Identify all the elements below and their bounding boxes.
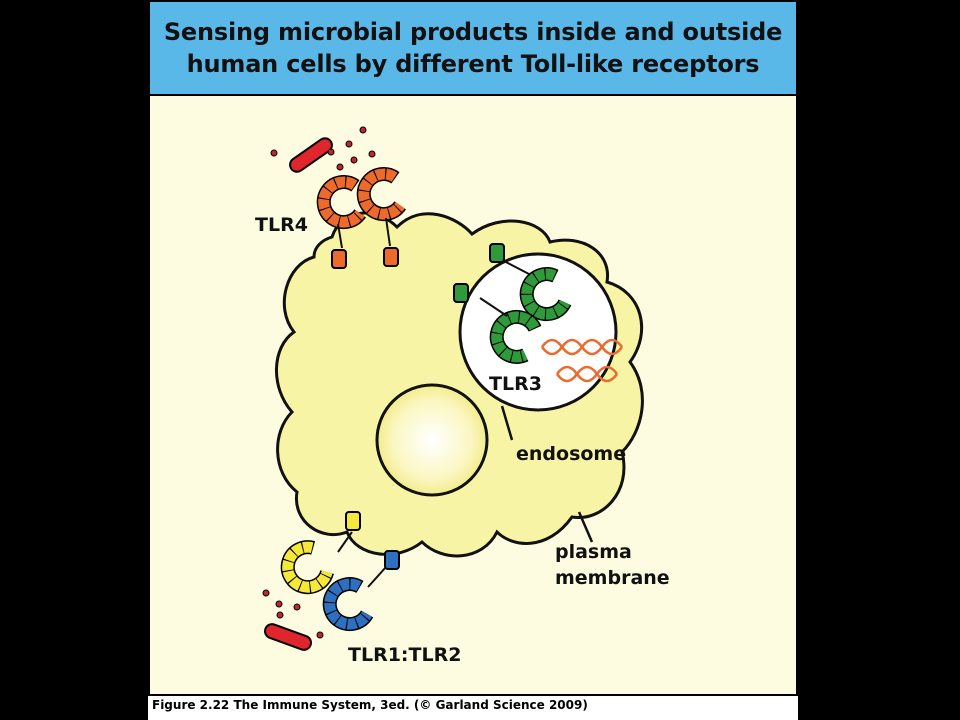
label-plasma: plasma <box>555 541 632 563</box>
tlr1-receptor <box>280 511 361 594</box>
slide: Sensing microbial products inside and ou… <box>148 0 798 720</box>
tlr2-receptor <box>325 550 400 629</box>
label-membrane: membrane <box>555 567 670 589</box>
lps-dots-top <box>270 126 376 171</box>
label-tlr3: TLR3 <box>489 373 542 395</box>
lipopeptide-dots-bottom <box>262 589 324 639</box>
membrane-leader <box>577 511 594 543</box>
bacterium-top <box>289 137 333 173</box>
endosome-leader <box>500 405 514 441</box>
tlr3-receptor <box>453 243 567 361</box>
bacterium-bottom <box>264 623 312 651</box>
nucleus <box>375 383 489 497</box>
dsrna <box>540 338 624 383</box>
label-tlr1-tlr2: TLR1:TLR2 <box>348 644 461 666</box>
label-tlr4: TLR4 <box>255 214 308 236</box>
label-endosome: endosome <box>516 443 626 465</box>
tlr-diagram: TLR4 TLR3 endosome plasma membrane TLR1:… <box>255 126 670 666</box>
figure-caption: Figure 2.22 The Immune System, 3ed. (© G… <box>152 698 588 712</box>
tlr4-receptor <box>321 172 402 269</box>
title-line-2: human cells by different Toll-like recep… <box>186 50 760 78</box>
title-line-1: Sensing microbial products inside and ou… <box>163 18 783 46</box>
title-bar: Sensing microbial products inside and ou… <box>150 2 796 96</box>
endosome <box>458 252 618 412</box>
figure-panel: Sensing microbial products inside and ou… <box>148 0 798 696</box>
